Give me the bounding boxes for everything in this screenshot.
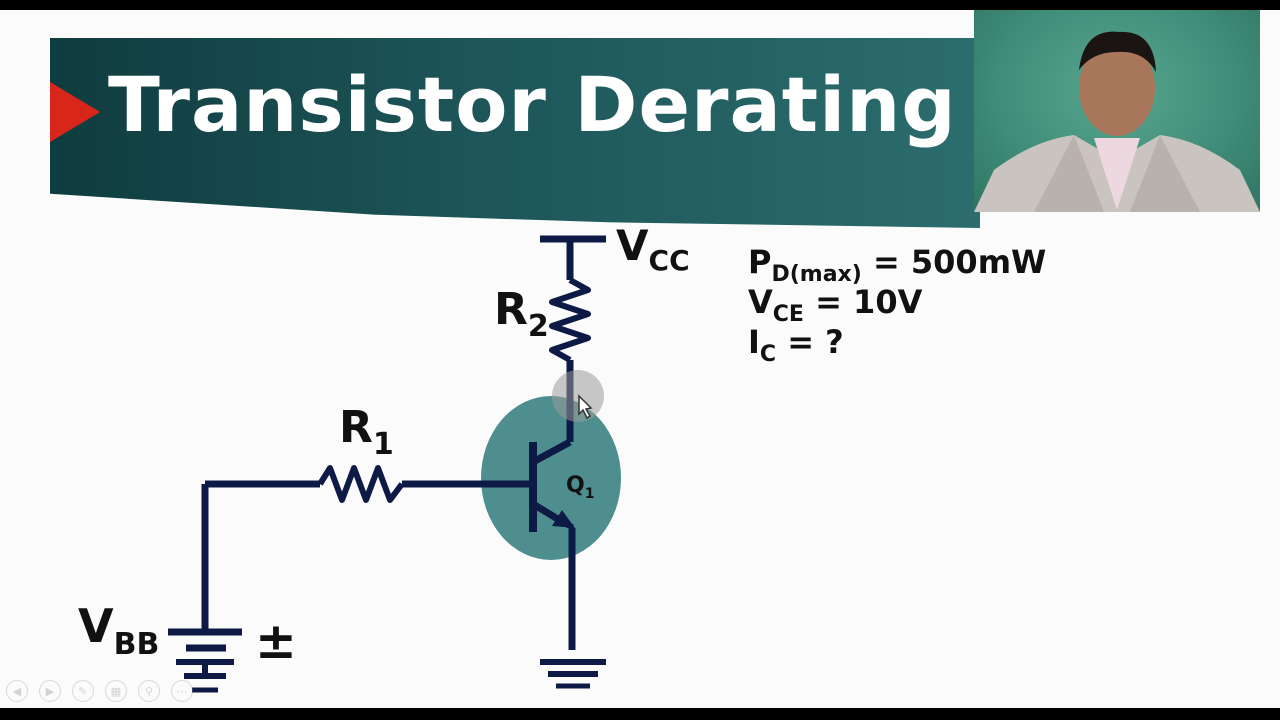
previous-icon[interactable]: ◀ — [6, 680, 28, 702]
more-icon[interactable]: ⋯ — [171, 680, 193, 702]
slideshow-controls: ◀ ▶ ✎ ▦ ⚲ ⋯ — [6, 680, 193, 702]
formula-list: PD(max) = 500mW VCE = 10V IC = ? — [748, 242, 1047, 367]
red-arrow-icon — [50, 82, 100, 142]
q1-label: Q1 — [566, 473, 594, 502]
transistor-collector — [531, 438, 572, 466]
zoom-icon[interactable]: ⚲ — [138, 680, 160, 702]
presenter-icon — [974, 31, 1260, 212]
slides-icon[interactable]: ▦ — [105, 680, 127, 702]
pen-icon[interactable]: ✎ — [72, 680, 94, 702]
circuit-diagram: VCC R2 R1 Q1 VBB ± — [78, 221, 690, 693]
presentation-slide: Transistor Derating — [0, 10, 1280, 708]
slide-title: Transistor Derating — [108, 60, 957, 149]
vbb-label: VBB — [78, 599, 159, 662]
next-icon[interactable]: ▶ — [39, 680, 61, 702]
transistor-highlight — [481, 396, 621, 560]
emitter-arrow-icon — [552, 510, 575, 528]
resistor-r1 — [317, 465, 405, 503]
cursor-icon — [578, 394, 593, 420]
presenter-webcam — [974, 10, 1260, 212]
cursor-highlight — [552, 370, 604, 422]
formula-pd-max: PD(max) = 500mW — [748, 243, 1047, 287]
battery-polarity-label: ± — [255, 612, 297, 670]
title-banner — [50, 38, 980, 228]
r2-label: R2 — [494, 284, 549, 344]
r1-label: R1 — [339, 402, 394, 462]
resistor-r2 — [549, 277, 591, 363]
formula-vce: VCE = 10V — [748, 283, 923, 327]
formula-ic: IC = ? — [748, 323, 844, 367]
vcc-label: VCC — [616, 221, 690, 277]
